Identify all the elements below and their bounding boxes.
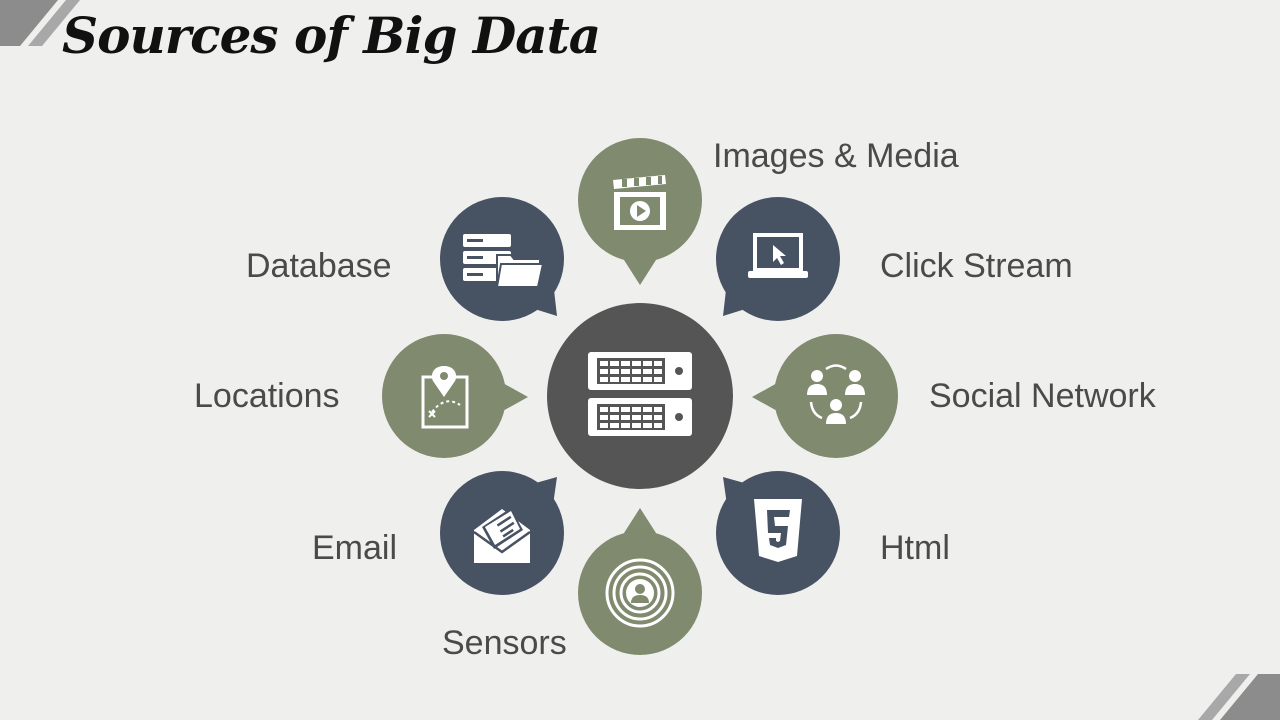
- server-rack-icon: [588, 352, 692, 436]
- bubble-locations: [382, 334, 528, 458]
- bubble-click-stream: [716, 197, 840, 321]
- map-pin-icon: [421, 366, 469, 429]
- page-title: Sources of Big Data: [62, 6, 601, 65]
- people-network-icon: [807, 364, 865, 424]
- hub-circle: [547, 303, 733, 489]
- html5-icon: [754, 499, 802, 562]
- label-database: Database: [246, 247, 392, 285]
- bubble-html: [716, 471, 840, 595]
- label-click-stream: Click Stream: [880, 247, 1073, 285]
- bubble-images-media: [578, 138, 702, 285]
- laptop-cursor-icon: [748, 233, 808, 278]
- clapperboard-icon: [613, 175, 666, 230]
- label-email: Email: [312, 529, 398, 567]
- corner-decoration-top-left: [0, 0, 80, 46]
- label-locations: Locations: [194, 377, 340, 415]
- bubble-social-network: [752, 334, 898, 458]
- corner-decoration-bottom-right: [1198, 674, 1280, 720]
- label-images-media: Images & Media: [713, 137, 959, 175]
- label-social-network: Social Network: [929, 377, 1156, 415]
- database-folder-icon: [463, 234, 545, 288]
- signal-person-icon: [605, 558, 675, 628]
- label-sensors: Sensors: [442, 624, 567, 662]
- bubble-database: [440, 197, 564, 321]
- bubble-sensors: [578, 508, 702, 655]
- envelope-icon: [473, 508, 531, 563]
- label-html: Html: [880, 529, 950, 567]
- bubble-email: [440, 471, 564, 595]
